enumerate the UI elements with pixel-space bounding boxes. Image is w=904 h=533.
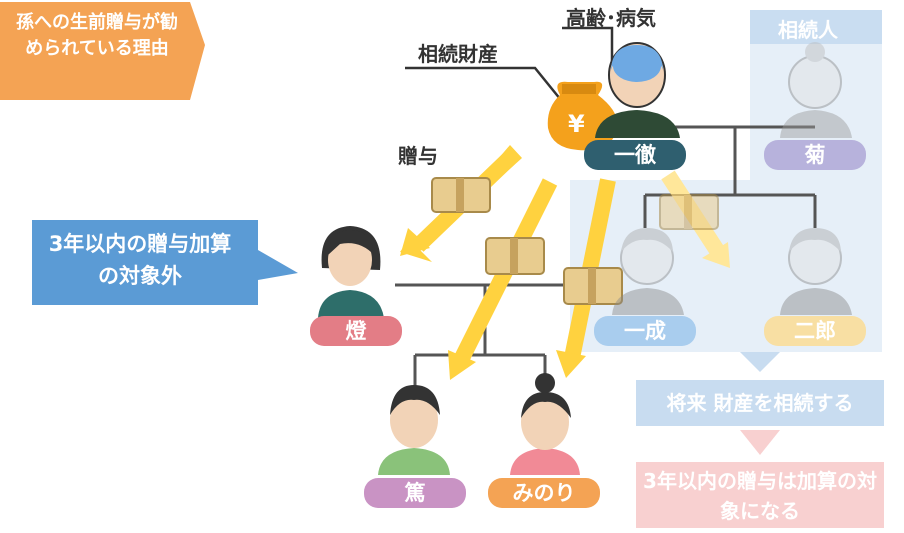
label-pointer-lines: [405, 26, 614, 106]
son1-figure: [612, 228, 684, 315]
label-status: 高齢･病気: [566, 6, 656, 30]
name-son1: 一成: [594, 316, 696, 346]
label-assets: 相続財産: [418, 42, 498, 66]
atsushi-figure: [378, 385, 450, 475]
callout-shape: [32, 220, 298, 305]
flow-step2: 3年以内の贈与は加算の対象になる: [636, 462, 884, 528]
header-banner-shape: [0, 2, 205, 100]
yen-icon: ¥: [568, 110, 585, 138]
header-title: 孫への生前贈与が勧められている理由: [16, 12, 178, 59]
name-grandchild2: みのり: [488, 478, 600, 508]
name-grandmother: 菊: [764, 140, 866, 170]
name-son2: 二郎: [764, 316, 866, 346]
flow-arrow-1: [740, 352, 780, 372]
money-stacks: [431, 177, 719, 305]
akari-figure: [318, 226, 384, 318]
label-heirs: 相続人: [778, 18, 838, 42]
label-gift: 贈与: [398, 144, 438, 168]
grandmother-figure: [780, 42, 852, 138]
name-grandchild1: 篤: [364, 478, 466, 508]
name-daughter-in-law: 燈: [310, 316, 402, 346]
grandfather-figure: [595, 42, 680, 138]
name-grandfather: 一徹: [584, 140, 686, 170]
flow-arrow-2: [740, 430, 780, 455]
minori-figure: [510, 373, 580, 475]
heirs-header-bg: [750, 10, 882, 44]
callout-text: 3年以内の贈与加算の対象外: [48, 232, 232, 288]
son2-figure: [780, 228, 852, 315]
flow-step1: 将来 財産を相続する: [636, 380, 884, 426]
